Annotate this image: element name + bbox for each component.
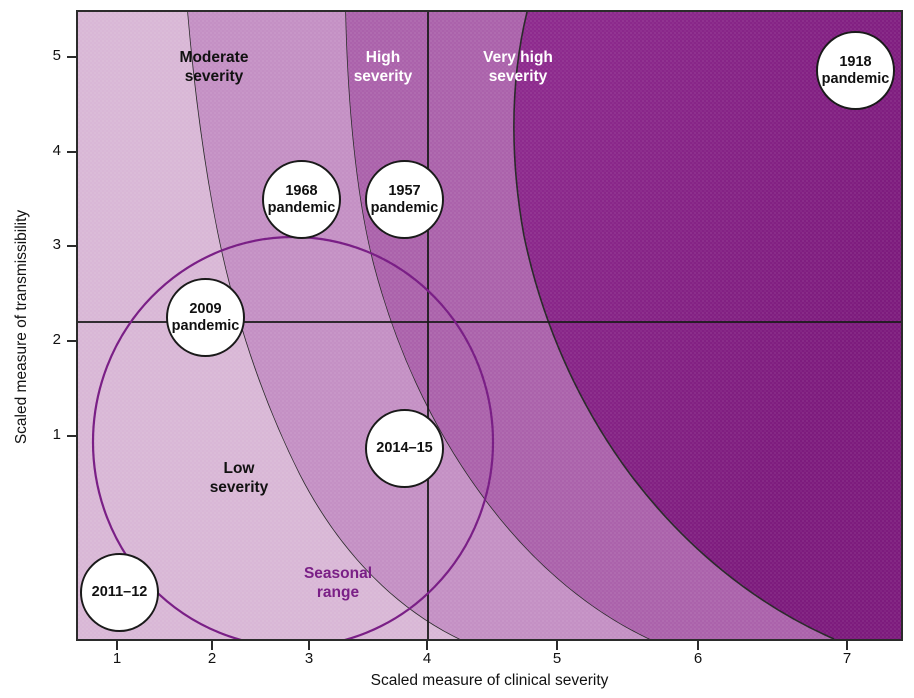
- x-tick-mark-1: [116, 641, 118, 650]
- bubble-2009-pandemic[interactable]: 2009 pandemic: [166, 278, 245, 357]
- x-tick-mark-2: [211, 641, 213, 650]
- bubble-2014-15-season[interactable]: 2014–15: [365, 409, 444, 488]
- x-tick-label-7: 7: [842, 650, 852, 667]
- y-tick-label-3: 3: [52, 236, 61, 253]
- bubble-2011-12-season[interactable]: 2011–12: [80, 553, 159, 632]
- seasonal-range-label: Seasonal range: [303, 565, 373, 601]
- x-tick-mark-6: [697, 641, 699, 650]
- x-tick-label-4: 4: [422, 650, 432, 667]
- x-tick-label-5: 5: [552, 650, 562, 667]
- y-tick-mark-1: [67, 435, 76, 437]
- y-tick-mark-4: [67, 151, 76, 153]
- x-tick-label-3: 3: [304, 650, 314, 667]
- plot-area: Moderate severity High severity Very hig…: [76, 10, 903, 641]
- bubble-1957-pandemic[interactable]: 1957 pandemic: [365, 160, 444, 239]
- region-high-severity-lower: [346, 12, 835, 639]
- x-tick-mark-3: [308, 641, 310, 650]
- y-tick-label-4: 4: [52, 142, 61, 159]
- bubble-1968-pandemic[interactable]: 1968 pandemic: [262, 160, 341, 239]
- y-tick-label-2: 2: [52, 331, 61, 348]
- x-tick-mark-7: [846, 641, 848, 650]
- x-tick-mark-4: [426, 641, 428, 650]
- y-tick-label-5: 5: [52, 47, 61, 64]
- x-tick-label-1: 1: [112, 650, 122, 667]
- x-tick-mark-5: [556, 641, 558, 650]
- y-tick-mark-3: [67, 245, 76, 247]
- x-tick-label-6: 6: [693, 650, 703, 667]
- y-tick-label-1: 1: [52, 426, 61, 443]
- x-tick-label-2: 2: [207, 650, 217, 667]
- bubble-1918-pandemic[interactable]: 1918 pandemic: [816, 31, 895, 110]
- x-axis-label: Scaled measure of clinical severity: [370, 672, 609, 689]
- y-axis-label: Scaled measure of transmissibility: [13, 209, 30, 445]
- y-tick-mark-5: [67, 56, 76, 58]
- y-tick-mark-2: [67, 340, 76, 342]
